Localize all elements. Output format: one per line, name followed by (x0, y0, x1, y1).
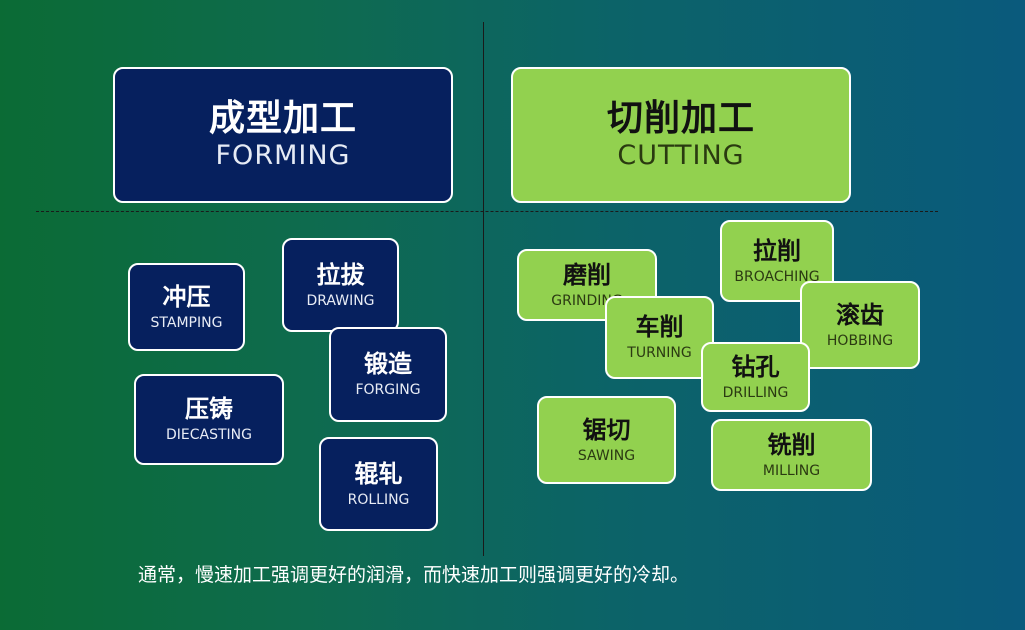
process-label-en: ROLLING (347, 491, 410, 508)
process-sawing: 锯切 SAWING (537, 396, 676, 484)
forming-title-zh: 成型加工 (208, 98, 357, 139)
forming-title-en: FORMING (215, 140, 351, 171)
process-label-zh: 钻孔 (731, 352, 780, 381)
footer-note: 通常，慢速加工强调更好的润滑，而快速加工则强调更好的冷却。 (138, 564, 690, 586)
process-hobbing: 滚齿 HOBBING (800, 281, 920, 369)
cutting-header: 切削加工 CUTTING (511, 67, 851, 203)
process-label-en: SAWING (577, 447, 636, 464)
process-stamping: 冲压 STAMPING (128, 263, 245, 351)
process-milling: 铣削 MILLING (711, 419, 872, 491)
process-label-zh: 铣削 (767, 430, 816, 459)
process-label-zh: 锻造 (364, 350, 412, 378)
process-drawing: 拉拔 DRAWING (282, 238, 399, 332)
process-label-zh: 滚齿 (836, 300, 884, 329)
process-rolling: 辊轧 ROLLING (319, 437, 438, 531)
cutting-title-zh: 切削加工 (606, 98, 755, 139)
process-label-en: STAMPING (150, 314, 223, 331)
process-label-zh: 拉削 (753, 236, 801, 265)
process-label-zh: 拉拔 (316, 260, 365, 289)
process-grinding: 磨削 GRINDING (517, 249, 657, 321)
process-label-en: DIECASTING (166, 427, 252, 443)
process-label-zh: 锯切 (582, 415, 631, 444)
process-label-en: HOBBING (826, 332, 894, 349)
process-forging: 锻造 FORGING (329, 327, 447, 422)
process-label-en: TURNING (627, 345, 692, 361)
process-label-zh: 压铸 (185, 395, 233, 423)
process-label-zh: 车削 (635, 313, 684, 341)
cutting-title-en: CUTTING (617, 140, 745, 171)
process-label-zh: 磨削 (563, 260, 611, 289)
process-label-en: MILLING (762, 462, 821, 479)
process-label-zh: 辊轧 (354, 459, 403, 488)
forming-header: 成型加工 FORMING (113, 67, 453, 203)
process-label-en: FORGING (355, 382, 421, 398)
horizontal-divider (36, 211, 938, 212)
process-label-en: GRINDING (551, 292, 623, 309)
vertical-divider (483, 22, 484, 556)
process-label-zh: 冲压 (162, 282, 211, 311)
process-label-en: BROACHING (734, 268, 820, 285)
process-turning: 车削 TURNING (605, 296, 714, 379)
process-label-en: DRILLING (722, 384, 789, 401)
process-drilling: 钻孔 DRILLING (701, 342, 810, 412)
process-label-en: DRAWING (306, 292, 375, 309)
process-diecasting: 压铸 DIECASTING (134, 374, 284, 465)
